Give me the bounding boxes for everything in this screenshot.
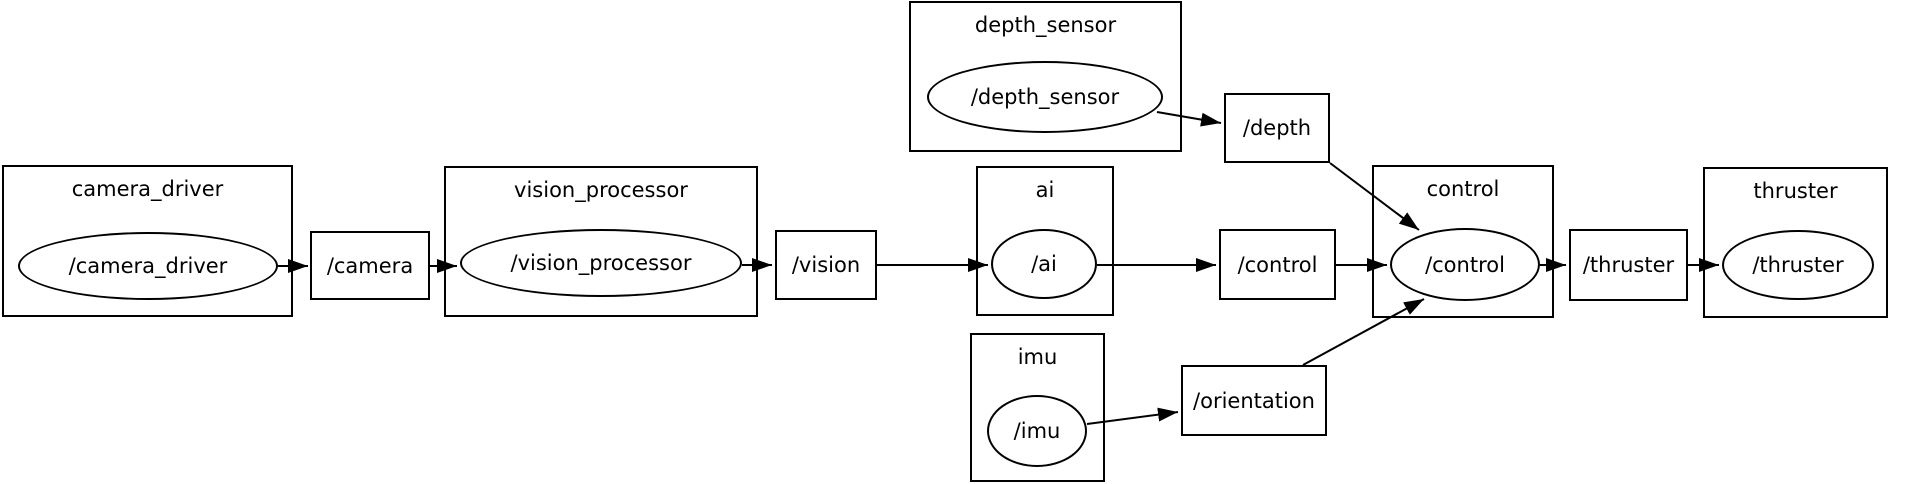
cluster-ai-label: ai bbox=[1035, 178, 1055, 202]
cluster-control-label: control bbox=[1426, 177, 1500, 201]
topic-vision-label: /vision bbox=[791, 253, 861, 277]
topic-orientation-label: /orientation bbox=[1193, 388, 1315, 413]
topic-orientation: /orientation bbox=[1181, 365, 1327, 436]
topic-camera: /camera bbox=[310, 231, 430, 300]
cluster-imu: imu bbox=[970, 333, 1105, 482]
node-imu-label: /imu bbox=[1013, 419, 1061, 443]
node-camera-driver: /camera_driver bbox=[18, 232, 278, 300]
cluster-imu-label: imu bbox=[1017, 345, 1058, 369]
edge-depth-to-controlnode bbox=[1329, 162, 1420, 231]
topic-camera-label: /camera bbox=[326, 253, 414, 278]
cluster-thruster-label: thruster bbox=[1753, 179, 1838, 203]
node-control: /control bbox=[1390, 228, 1540, 301]
cluster-thruster: thruster bbox=[1703, 167, 1888, 318]
topic-depth: /depth bbox=[1224, 93, 1330, 163]
node-ai: /ai bbox=[991, 229, 1097, 299]
cluster-camera-driver-label: camera_driver bbox=[71, 177, 224, 201]
topic-vision: /vision bbox=[775, 230, 877, 300]
topic-thruster: /thruster bbox=[1569, 229, 1688, 301]
edge-depthsensor-to-depth bbox=[1156, 111, 1222, 127]
node-vision-processor: /vision_processor bbox=[460, 229, 742, 297]
topic-thruster-label: /thruster bbox=[1582, 253, 1675, 277]
cluster-vision-processor: vision_processor bbox=[444, 166, 758, 317]
cluster-control: control bbox=[1372, 165, 1554, 318]
cluster-camera-driver: camera_driver bbox=[2, 165, 293, 317]
node-ai-label: /ai bbox=[1031, 252, 1057, 276]
topic-control: /control bbox=[1219, 229, 1336, 300]
node-depth-sensor-label: /depth_sensor bbox=[970, 85, 1120, 109]
node-thruster: /thruster bbox=[1722, 230, 1874, 300]
edge-imu-to-orientation bbox=[1086, 407, 1179, 425]
cluster-vision-processor-label: vision_processor bbox=[514, 178, 688, 202]
cluster-depth-sensor-label: depth_sensor bbox=[974, 13, 1117, 37]
node-control-label: /control bbox=[1425, 252, 1505, 277]
node-thruster-label: /thruster bbox=[1752, 253, 1844, 277]
topic-control-label: /control bbox=[1237, 252, 1318, 277]
edge-orientation-to-controlnode bbox=[1302, 298, 1425, 366]
node-depth-sensor: /depth_sensor bbox=[927, 61, 1163, 133]
node-imu: /imu bbox=[987, 395, 1087, 467]
cluster-ai: ai bbox=[976, 166, 1114, 316]
node-camera-driver-label: /camera_driver bbox=[68, 254, 228, 278]
cluster-depth-sensor: depth_sensor bbox=[909, 1, 1182, 152]
topic-depth-label: /depth bbox=[1242, 116, 1312, 140]
node-vision-processor-label: /vision_processor bbox=[510, 251, 692, 275]
